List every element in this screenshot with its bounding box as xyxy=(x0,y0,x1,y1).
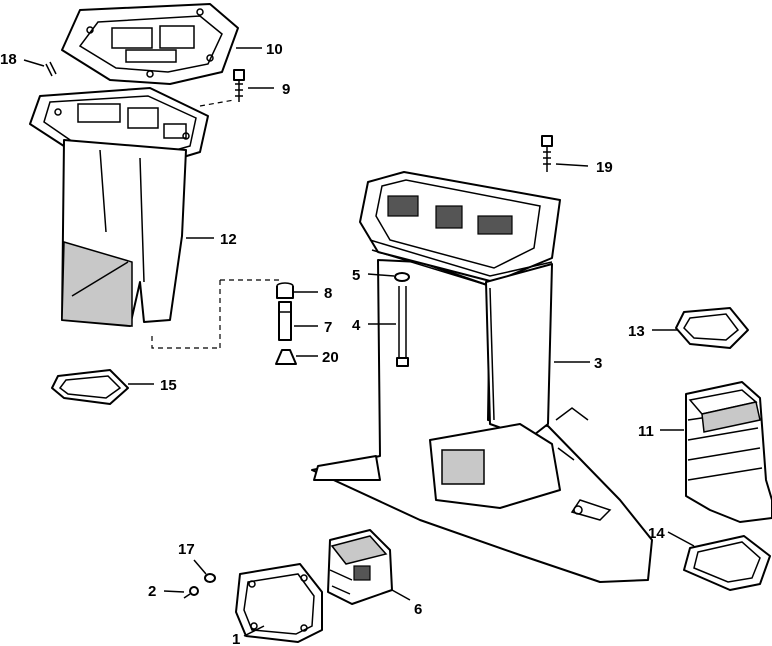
part-19-bolt xyxy=(541,135,553,172)
part-4-stud xyxy=(396,286,409,367)
part-3-driveshaft-housing xyxy=(311,171,653,583)
part-8-dowel xyxy=(276,282,294,299)
callout-3: 3 xyxy=(594,355,602,372)
part-5-washer xyxy=(394,272,410,282)
part-14-gasket xyxy=(683,535,771,591)
part-1-cover-plate xyxy=(235,563,323,643)
callout-2: 2 xyxy=(148,583,156,600)
part-9-bolt xyxy=(233,69,245,102)
part-13-gasket xyxy=(675,307,749,349)
assembly-line-8-7-20 xyxy=(219,279,280,348)
part-18-pin xyxy=(45,61,57,77)
part-10-gasket xyxy=(61,3,239,85)
part-17-washer xyxy=(204,573,216,583)
callout-14: 14 xyxy=(648,525,665,542)
part-6-support-block xyxy=(327,529,393,605)
callout-9: 9 xyxy=(282,81,290,98)
callout-17: 17 xyxy=(178,541,195,558)
assembly-line-12 xyxy=(151,336,220,349)
callout-4: 4 xyxy=(352,317,361,334)
callout-7: 7 xyxy=(324,319,332,336)
callout-15: 15 xyxy=(160,377,177,394)
callout-13: 13 xyxy=(628,323,645,340)
part-2-screw xyxy=(183,586,199,599)
part-12-exhaust-housing xyxy=(29,87,209,327)
leader-lines xyxy=(23,47,695,637)
part-11-exhaust-tube xyxy=(685,381,772,523)
callout-8: 8 xyxy=(324,285,332,302)
assembly-line-9 xyxy=(199,99,235,107)
callout-20: 20 xyxy=(322,349,339,366)
callout-19: 19 xyxy=(596,159,613,176)
callout-10: 10 xyxy=(266,41,283,58)
part-15-gasket xyxy=(51,369,129,405)
callout-11: 11 xyxy=(638,423,654,440)
callout-6: 6 xyxy=(414,601,422,618)
part-7-sleeve xyxy=(278,301,292,341)
callout-18: 18 xyxy=(0,51,17,68)
callout-1: 1 xyxy=(232,631,240,646)
callout-labels: 18 10 9 12 15 19 5 4 8 7 20 3 13 11 14 6… xyxy=(0,41,665,646)
callout-12: 12 xyxy=(220,231,237,248)
part-20-cap xyxy=(275,349,297,365)
callout-5: 5 xyxy=(352,267,360,284)
